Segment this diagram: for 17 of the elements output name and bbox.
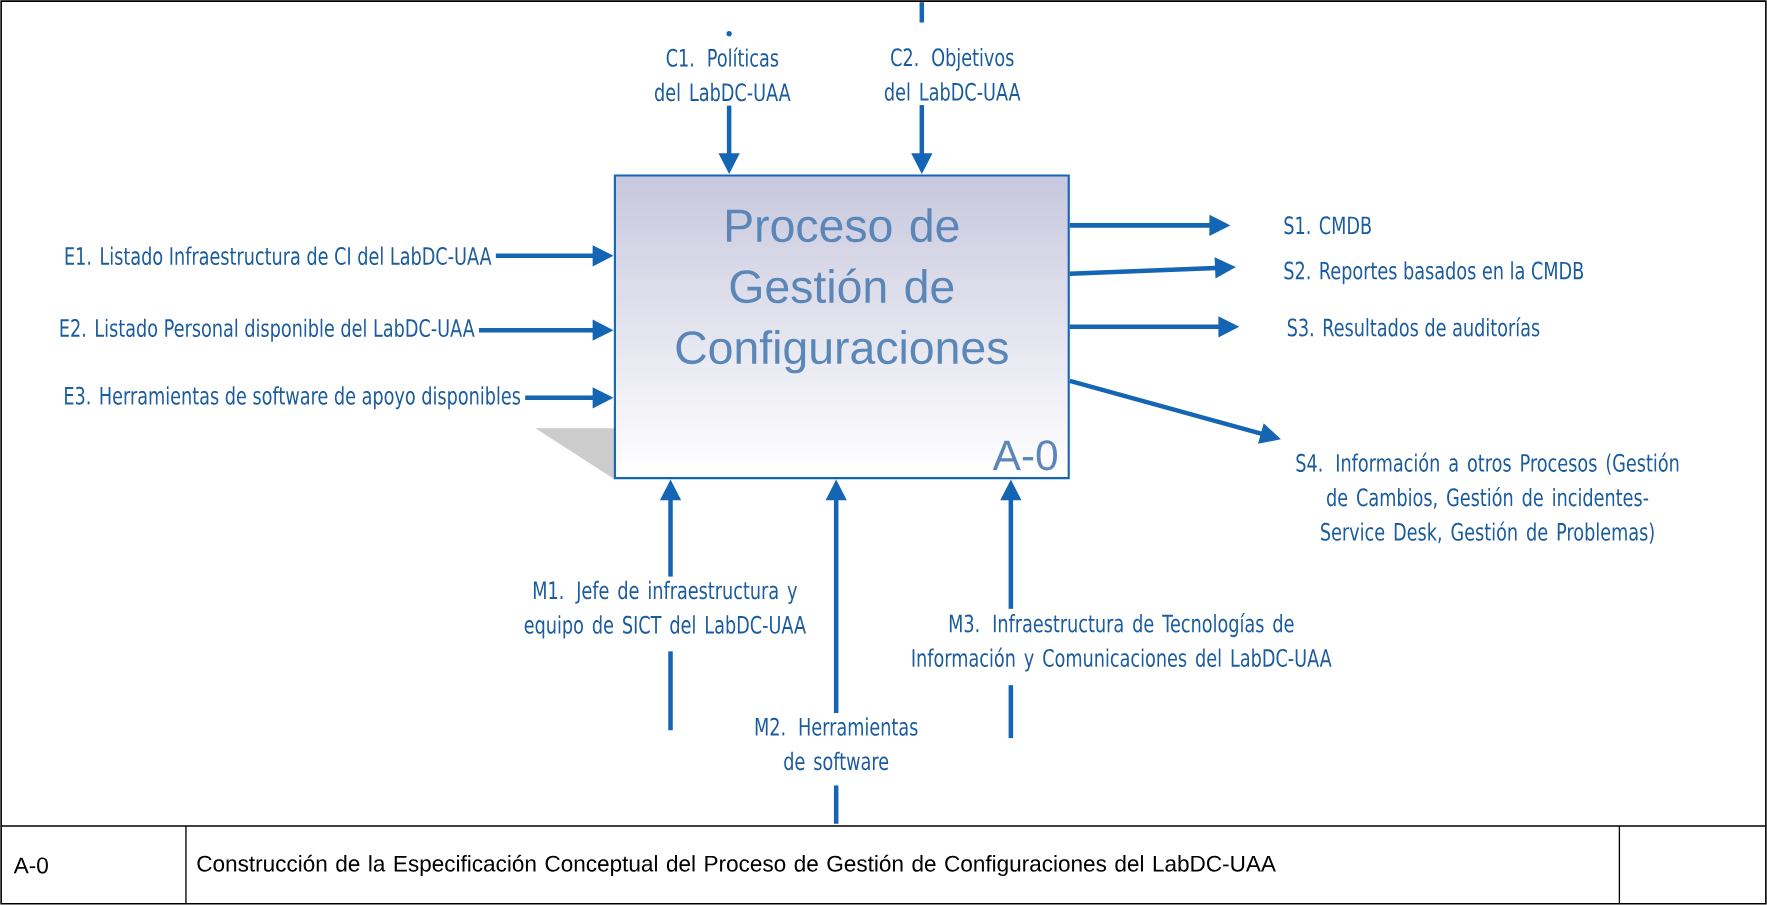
flow-label: S2. Reportes basados en la CMDB [1284, 261, 1583, 285]
table-cell-text: Construcción de la Especificación Conceptual del Proceso de Gestión de Configuraciones del LabDC-UAA [197, 854, 1276, 877]
flow-label: S3. Resultados de auditorías [1287, 317, 1540, 337]
flow-label: C1. Políticas del LabDC-UAA [655, 47, 791, 102]
table-cell-text: A-0 [13, 857, 48, 874]
flow-label: M3. Infraestructura de Tecnologías de Información y Comunicaciones del LabDC-UAA [912, 613, 1332, 672]
flow-label: C2. Objetivos del LabDC-UAA [884, 47, 1021, 101]
flow-label: E1. Listado Infraestructura de CI del LabDC-UAA [65, 246, 492, 266]
flow-label: M1. Jefe de infraestructura y equipo de SICT del LabDC-UAA [524, 580, 806, 639]
flow-label: E3. Herramientas de software de apoyo disponibles [65, 386, 521, 410]
node-id: A-0 [992, 440, 1057, 471]
flow-label: M2. Herramientas de software [755, 717, 918, 771]
process-title: Proceso de Gestión de Configuraciones [676, 208, 1008, 374]
process-box [613, 174, 1070, 480]
flow-label: S4. Información a otros Procesos (Gestión de Cambios, Gestión de incidentes-Service Desk, Gestión de Problemas) [1296, 452, 1679, 544]
flow-label: E2. Listado Personal disponible del LabDC-UAA [60, 318, 475, 342]
flow-label: S1. CMDB [1284, 216, 1371, 235]
